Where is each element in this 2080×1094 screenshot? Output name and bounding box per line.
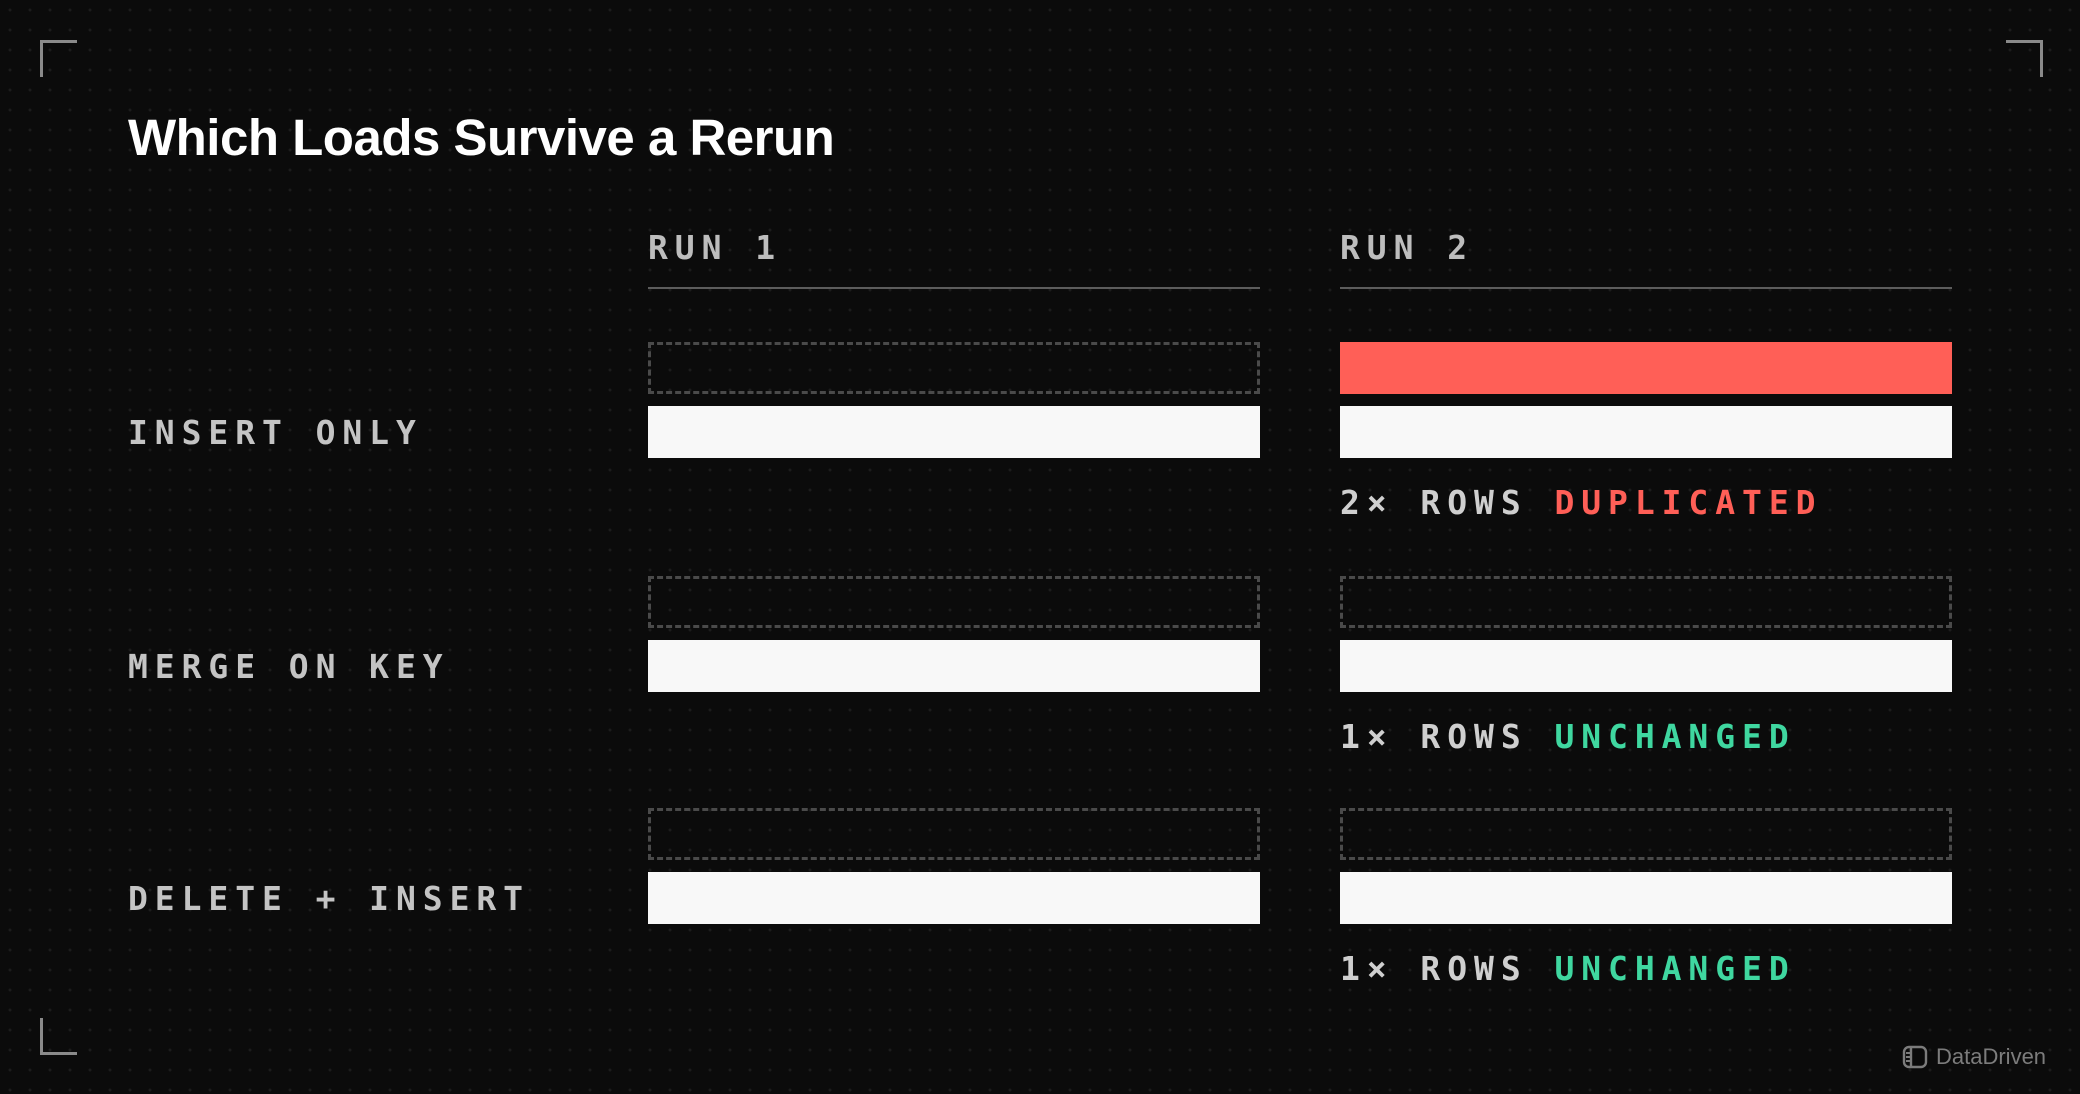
run2-empty-slot-bar bbox=[1340, 808, 1952, 860]
column-header-run-2: RUN 2 bbox=[1340, 228, 1474, 267]
run1-empty-slot-bar bbox=[648, 342, 1260, 394]
run1-loaded-rows-bar bbox=[648, 640, 1260, 692]
run2-loaded-rows-bar bbox=[1340, 872, 1952, 924]
row-label-delete-insert: DELETE + INSERT bbox=[128, 879, 530, 918]
result-multiplier: 2× bbox=[1340, 483, 1394, 522]
row-label-insert-only: INSERT ONLY bbox=[128, 413, 423, 452]
column-rule-run-1 bbox=[648, 287, 1260, 289]
result-unit: ROWS bbox=[1420, 483, 1528, 522]
brand-name: DataDriven bbox=[1936, 1044, 2047, 1069]
result-unit: ROWS bbox=[1420, 717, 1528, 756]
run1-loaded-rows-bar bbox=[648, 406, 1260, 458]
run2-empty-slot-bar bbox=[1340, 576, 1952, 628]
result-insert-only: 2× ROWS DUPLICATED bbox=[1340, 481, 1822, 525]
result-multiplier: 1× bbox=[1340, 717, 1394, 756]
run2-duplicate-rows-bar bbox=[1340, 342, 1952, 394]
result-merge-on-key: 1× ROWS UNCHANGED bbox=[1340, 715, 1796, 759]
status-unchanged: UNCHANGED bbox=[1554, 949, 1796, 988]
corner-bracket-top-right bbox=[2006, 40, 2043, 77]
datadriven-logo-icon bbox=[1902, 1044, 1928, 1070]
status-unchanged: UNCHANGED bbox=[1554, 717, 1796, 756]
result-delete-insert: 1× ROWS UNCHANGED bbox=[1340, 947, 1796, 991]
corner-bracket-bottom-left bbox=[40, 1018, 77, 1055]
column-rule-run-2 bbox=[1340, 287, 1952, 289]
column-header-run-1: RUN 1 bbox=[648, 228, 782, 267]
result-unit: ROWS bbox=[1420, 949, 1528, 988]
run1-empty-slot-bar bbox=[648, 808, 1260, 860]
status-duplicated: DUPLICATED bbox=[1554, 483, 1823, 522]
row-label-merge-on-key: MERGE ON KEY bbox=[128, 647, 450, 686]
result-multiplier: 1× bbox=[1340, 949, 1394, 988]
run2-loaded-rows-bar bbox=[1340, 406, 1952, 458]
corner-bracket-top-left bbox=[40, 40, 77, 77]
brand-watermark: DataDriven bbox=[1902, 1044, 2046, 1070]
run1-empty-slot-bar bbox=[648, 576, 1260, 628]
run2-loaded-rows-bar bbox=[1340, 640, 1952, 692]
diagram-title: Which Loads Survive a Rerun bbox=[128, 109, 835, 166]
run1-loaded-rows-bar bbox=[648, 872, 1260, 924]
